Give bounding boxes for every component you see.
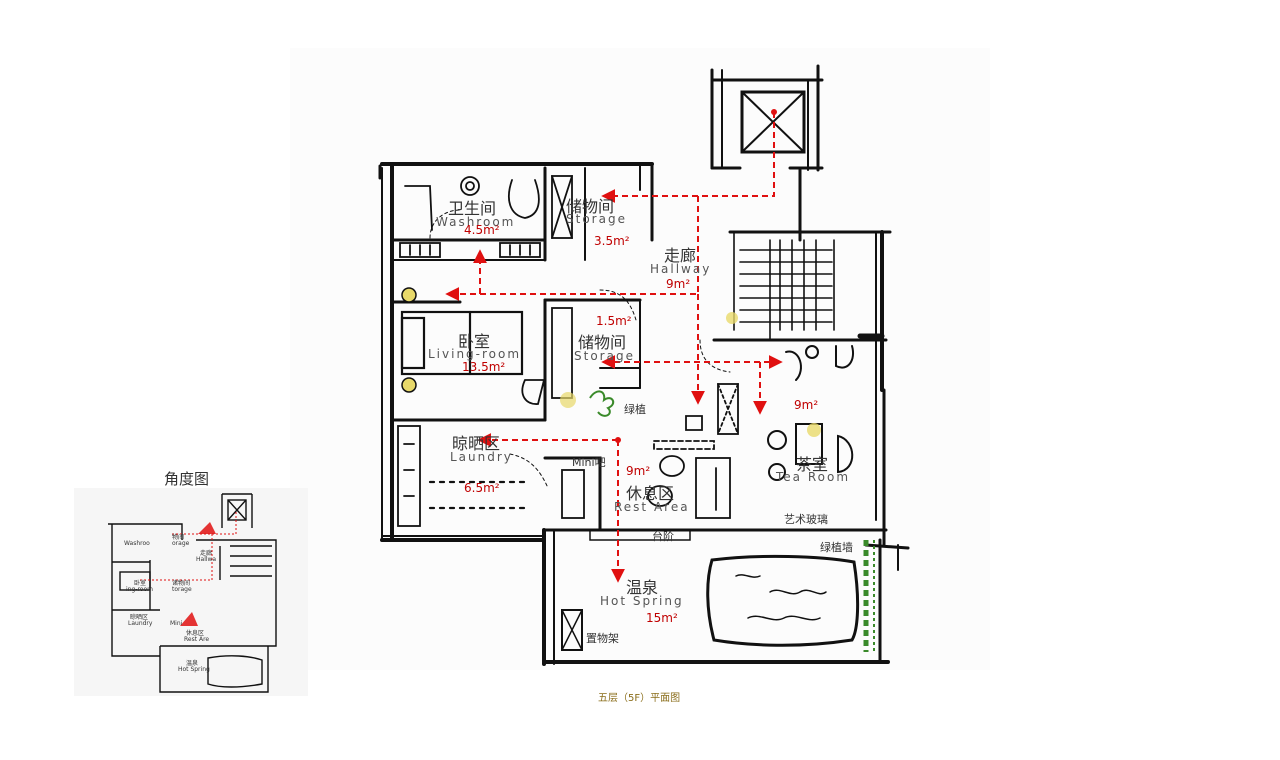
thumb-label-washroom-en: Washroo [124,540,150,547]
washroom-name-en: Washroom [436,215,516,229]
thumb-label-rest: 休息区 [186,630,205,637]
hallway-name-en: Hallway [650,262,712,276]
thumb-label-laundry-en: Laundry [128,620,153,627]
thumb-label-storage-mid: 诸物间 [172,580,191,587]
bedroom-name: 卧室 [458,332,491,351]
washroom-fixtures [399,175,573,258]
thumb-label-laundry: 晾晒区 [130,614,149,621]
storage-mid-area: 1.5m² [596,314,632,328]
lamps [401,287,821,437]
thumb-label-hallway: 走廊 [200,550,213,557]
storage-mid-name: 储物间 [578,333,627,352]
storage-top-name-en: Storage [566,212,627,226]
thumbnail-title: 角度图 [164,470,210,488]
walls [378,64,910,666]
thumb-label-bedroom: 卧室 [134,580,147,587]
thumb-label-hallway-en: Hallwa [196,556,217,563]
hallway-name: 走廊 [664,246,697,265]
hot-spring-name: 温泉 [626,578,659,597]
washroom-area: 4.5m² [464,223,500,237]
washroom-name: 卫生间 [448,199,497,218]
hot-spring-name-en: Hot Spring [600,594,684,608]
thumb-label-storage: 物间 [172,534,185,541]
storage-top-name: 储物间 [566,197,615,216]
green-wall-note: 绿植墙 [820,541,853,554]
rest-area-area: 9m² [626,464,651,478]
thumbnail-plan [74,488,308,696]
thumb-label-storage-mid-en: torage [172,586,192,593]
storage-top-area: 3.5m² [594,234,630,248]
art-glass-note: 艺术玻璃 [784,513,828,526]
laundry-name-en: Laundry [450,450,513,464]
staircase [712,231,888,342]
plants-note: 绿植 [624,403,646,416]
hot-spring-pool [561,554,860,651]
laundry-name: 晾晒区 [452,434,501,453]
tea-room-name-en: Tea Room [776,470,851,484]
plan-caption: 五层（5F）平面图 [598,693,681,704]
tea-room-area: 9m² [794,398,819,412]
tea-room-fixtures [767,345,854,481]
rest-area-name-en: Rest Area [614,500,690,514]
tea-room-name: 茶室 [796,455,829,474]
bed [400,310,524,376]
thumb-label-storage-en: orage [172,540,190,547]
storage-mid-name-en: Storage [574,349,635,363]
rest-area-name: 休息区 [626,484,675,503]
thumb-label-mini: Mini [170,620,183,627]
thumb-label-rest-en: Rest Are [184,636,210,643]
steps-note: 台阶 [652,530,674,543]
hot-spring-area: 15m² [646,611,678,625]
laundry-fixtures [397,425,532,527]
thumb-label-hotspring: 温泉 [186,660,199,667]
thumb-label-bedroom-en: ing-room [126,586,153,593]
laundry-area: 6.5m² [464,481,500,495]
mini-bar-fixtures [561,383,739,519]
thumb-label-hotspring-en: Hot Spring [178,666,210,673]
bedroom-area: 13.5m² [462,360,506,374]
bedroom-name-en: Living-room [428,347,522,361]
plants [589,390,875,652]
mini-bar-note: Mini吧 [572,456,606,469]
shelf-note: 置物架 [586,632,619,645]
route-arrows [445,109,783,583]
hallway-area: 9m² [666,277,691,291]
